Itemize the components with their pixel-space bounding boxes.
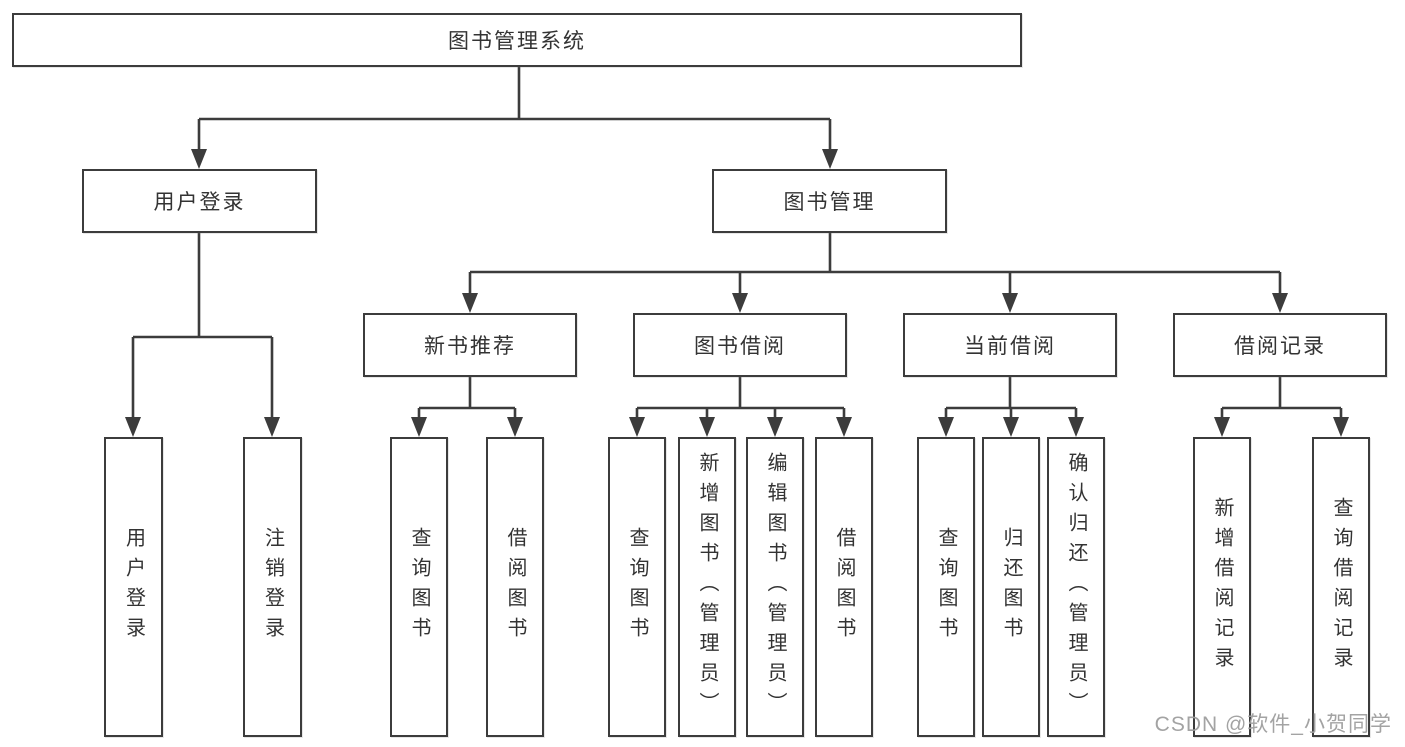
leaf-query-books-current-label: 查询图书 [935,527,957,647]
leaf-query-books-borrowing: 查询图书 [608,437,666,737]
node-book-borrowing: 图书借阅 [633,313,847,377]
leaf-return-books-label: 归还图书 [1000,527,1022,647]
node-root-label: 图书管理系统 [448,30,586,53]
leaf-add-books-admin: 新增图书（管理员） [678,437,736,737]
node-current-borrowing: 当前借阅 [903,313,1117,377]
node-user-login-label: 用户登录 [153,191,246,214]
node-book-borrowing-label: 图书借阅 [694,335,786,358]
leaf-query-books-recommend-label: 查询图书 [408,527,430,647]
node-user-login: 用户登录 [82,169,317,233]
leaf-edit-books-admin-label: 编辑图书（管理员） [764,452,786,722]
node-current-borrowing-label: 当前借阅 [964,335,1056,358]
node-new-book-recommendation: 新书推荐 [363,313,577,377]
leaf-confirm-return-admin-label: 确认归还（管理员） [1065,452,1087,722]
leaf-edit-books-admin: 编辑图书（管理员） [746,437,804,737]
leaf-query-books-recommend: 查询图书 [390,437,448,737]
node-root: 图书管理系统 [12,13,1022,67]
leaf-logout-login: 注销登录 [243,437,302,737]
arrowheads [125,149,1349,437]
node-book-management-label: 图书管理 [783,191,876,214]
leaf-logout-login-label: 注销登录 [261,527,284,647]
leaf-add-borrow-record: 新增借阅记录 [1193,437,1251,737]
leaf-borrow-books-recommend: 借阅图书 [486,437,544,737]
leaf-add-books-admin-label: 新增图书（管理员） [696,452,718,722]
leaf-add-borrow-record-label: 新增借阅记录 [1211,497,1233,677]
leaf-query-borrow-record-label: 查询借阅记录 [1330,497,1352,677]
node-new-book-recommendation-label: 新书推荐 [424,335,516,358]
leaf-query-books-borrowing-label: 查询图书 [626,527,648,647]
leaf-borrow-books-borrowing-label: 借阅图书 [833,527,855,647]
node-borrow-records-label: 借阅记录 [1234,335,1326,358]
leaf-query-books-current: 查询图书 [917,437,975,737]
leaf-user-login: 用户登录 [104,437,163,737]
leaf-borrow-books-borrowing: 借阅图书 [815,437,873,737]
leaf-borrow-books-recommend-label: 借阅图书 [504,527,526,647]
node-book-management: 图书管理 [712,169,947,233]
leaf-confirm-return-admin: 确认归还（管理员） [1047,437,1105,737]
leaf-return-books: 归还图书 [982,437,1040,737]
watermark: CSDN @软件_小贺同学 [1154,713,1392,736]
node-borrow-records: 借阅记录 [1173,313,1387,377]
leaf-user-login-label: 用户登录 [122,527,145,647]
tree-edges [131,67,1343,419]
leaf-query-borrow-record: 查询借阅记录 [1312,437,1370,737]
